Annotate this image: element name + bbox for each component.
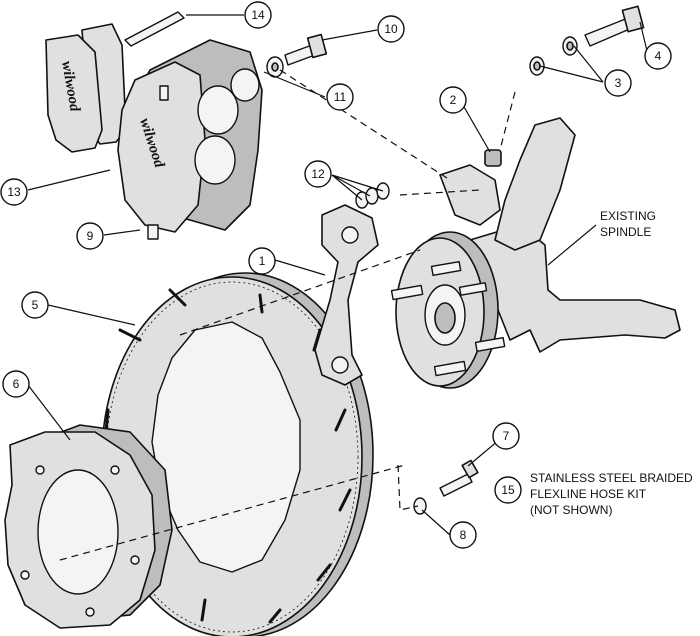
- svg-text:1: 1: [259, 254, 266, 268]
- hose-kit-note-line3: (NOT SHOWN): [530, 503, 612, 517]
- svg-text:15: 15: [501, 483, 515, 497]
- svg-text:12: 12: [311, 167, 325, 181]
- callout-8: 8: [449, 521, 477, 549]
- svg-text:8: 8: [460, 528, 467, 542]
- svg-text:7: 7: [503, 429, 510, 443]
- svg-text:11: 11: [334, 90, 347, 104]
- callout-9: 9: [76, 222, 104, 250]
- svg-text:2: 2: [450, 93, 457, 107]
- brake-pads: wilwood: [45, 23, 127, 153]
- hardware: [124, 5, 645, 515]
- callout-6: 6: [2, 370, 30, 398]
- svg-text:5: 5: [32, 298, 39, 312]
- svg-text:6: 6: [13, 377, 20, 391]
- svg-text:3: 3: [615, 76, 622, 90]
- callout-2: 2: [439, 86, 467, 114]
- callout-3: 3: [604, 69, 632, 97]
- callout-1: 1: [248, 247, 276, 275]
- existing-spindle-label-line2: SPINDLE: [600, 225, 651, 239]
- callout-15: 15: [494, 476, 522, 504]
- callout-13: 13: [0, 178, 28, 206]
- callout-12: 12: [304, 160, 332, 188]
- svg-text:10: 10: [384, 22, 398, 36]
- leader-lines: [27, 14, 649, 536]
- svg-text:4: 4: [655, 49, 662, 63]
- callout-10: 10: [377, 15, 405, 43]
- svg-text:9: 9: [87, 229, 94, 243]
- svg-text:14: 14: [251, 8, 265, 22]
- callout-5: 5: [21, 291, 49, 319]
- existing-spindle: [390, 117, 681, 389]
- callout-4: 4: [644, 42, 672, 70]
- existing-spindle-label-line1: EXISTING: [600, 209, 656, 223]
- assembly-centerlines: [59, 69, 516, 561]
- callout-11: 11: [326, 83, 354, 111]
- callout-14: 14: [244, 1, 272, 29]
- hose-kit-note-line2: FLEXLINE HOSE KIT: [530, 487, 647, 501]
- caliper-bracket: [314, 204, 379, 386]
- svg-text:13: 13: [7, 185, 21, 199]
- rotor-hat: [4, 424, 173, 629]
- brake-caliper: wilwood: [117, 39, 263, 240]
- hose-kit-note-line1: STAINLESS STEEL BRAIDED: [530, 471, 693, 485]
- callout-7: 7: [492, 422, 520, 450]
